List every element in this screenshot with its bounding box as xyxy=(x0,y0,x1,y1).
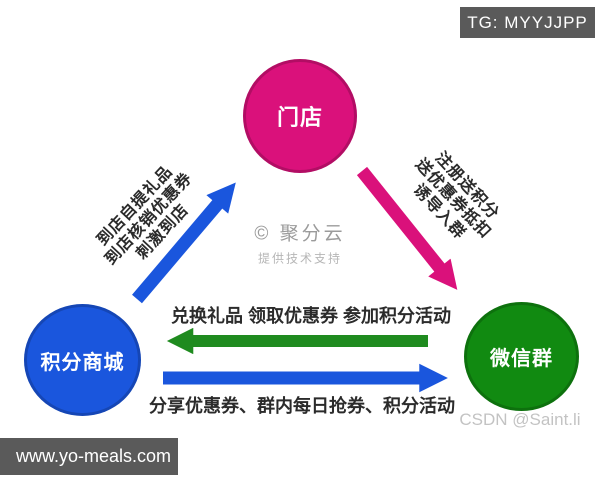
node-store-label: 门店 xyxy=(276,105,323,130)
node-points-mall: 积分商城 xyxy=(24,304,141,416)
edge-label-mall-to-group: 分享优惠券、群内每日抢券、积分活动 xyxy=(149,396,455,416)
arrow-mall-to-store xyxy=(132,182,236,304)
node-wechat-group-label: 微信群 xyxy=(490,348,553,370)
node-wechat-group: 微信群 xyxy=(464,302,579,411)
website-bar: www.yo-meals.com xyxy=(0,438,178,475)
node-points-mall-label: 积分商城 xyxy=(40,351,125,374)
csdn-watermark: CSDN @Saint.li xyxy=(459,410,581,429)
edge-label-group-to-mall: 兑换礼品 领取优惠券 参加积分活动 xyxy=(170,306,452,326)
center-watermark-title: © 聚分云 xyxy=(254,223,346,245)
tg-badge: TG: MYYJJPP xyxy=(460,7,595,38)
arrow-store-to-group xyxy=(356,166,458,290)
center-watermark-subtitle: 提供技术支持 xyxy=(257,251,343,266)
node-store: 门店 xyxy=(243,59,357,173)
